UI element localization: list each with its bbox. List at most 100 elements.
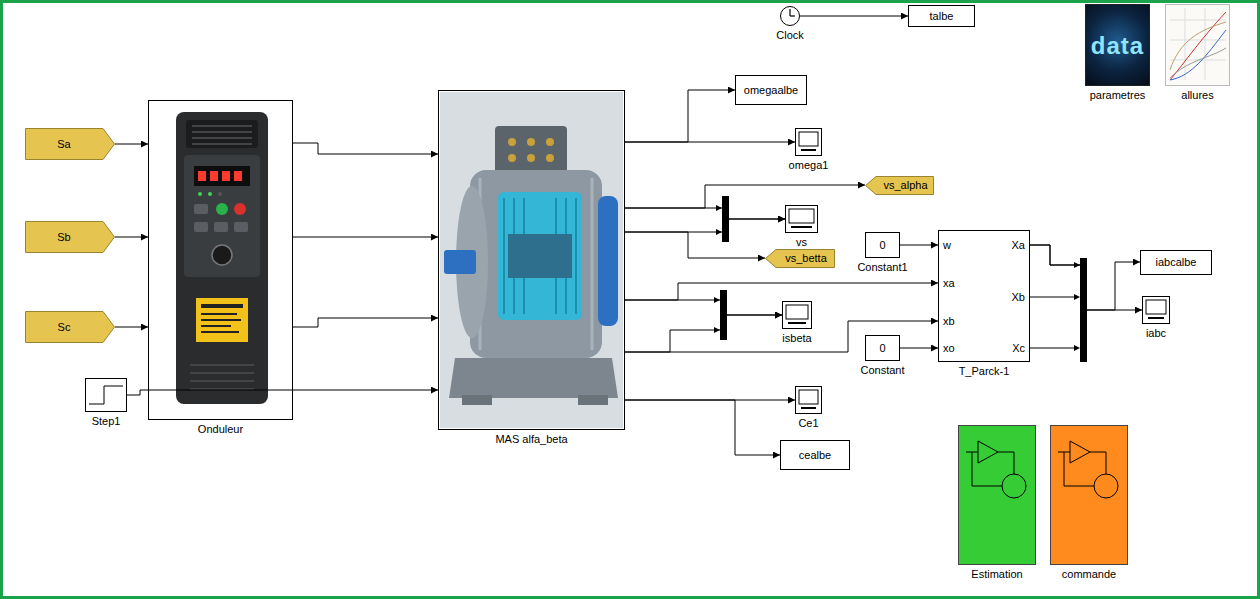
block-label: allures bbox=[1181, 89, 1213, 102]
inverter-picture bbox=[186, 120, 258, 148]
signal-line bbox=[293, 237, 438, 238]
signal-wire bbox=[1030, 348, 1075, 349]
signal-line bbox=[625, 142, 795, 143]
goto-tag: vs_betta bbox=[765, 249, 835, 268]
inverter-picture bbox=[198, 192, 202, 196]
block-label: parametres bbox=[1090, 89, 1146, 102]
chart-picture bbox=[1170, 22, 1226, 70]
tag-outline bbox=[26, 222, 115, 253]
from-tag: Sb bbox=[25, 221, 115, 253]
scope-screen bbox=[1146, 300, 1166, 314]
from-tag: Sa bbox=[25, 128, 115, 160]
picture-block: dataparametres bbox=[1085, 4, 1150, 86]
subsystem-fill bbox=[1050, 425, 1128, 565]
inverter-picture bbox=[201, 313, 237, 315]
clock-icon bbox=[789, 9, 790, 16]
block-text: 0 bbox=[879, 239, 885, 252]
port-label: Xa bbox=[1012, 239, 1025, 252]
chart-picture bbox=[1170, 30, 1226, 80]
block-text: omegaalbe bbox=[744, 84, 798, 97]
scope-knob bbox=[791, 226, 812, 228]
clock-icon bbox=[790, 9, 795, 16]
block-label: Constant1 bbox=[857, 261, 907, 274]
inverter-picture bbox=[201, 304, 243, 308]
block-text: cealbe bbox=[799, 449, 831, 462]
scope-knob bbox=[788, 322, 806, 324]
port-label: xo bbox=[943, 342, 955, 355]
signal-line bbox=[800, 16, 908, 17]
scope-screen bbox=[799, 132, 818, 146]
signal-wire bbox=[1030, 297, 1075, 298]
inverter-picture bbox=[222, 171, 230, 181]
inverter-picture bbox=[208, 192, 212, 196]
signal-line bbox=[625, 232, 765, 258]
block-text: 0 bbox=[879, 342, 885, 355]
scope-block: isbeta bbox=[782, 301, 812, 329]
block-label: commande bbox=[1062, 568, 1116, 581]
port-label: xb bbox=[943, 315, 955, 328]
motor-picture bbox=[546, 154, 554, 162]
scope-knob bbox=[1148, 317, 1164, 319]
picture-block: Onduleur bbox=[148, 100, 293, 420]
inverter-picture bbox=[190, 364, 254, 366]
block-text: vs_alpha bbox=[883, 179, 927, 192]
function-block: 0Constant bbox=[865, 335, 900, 361]
signal-line bbox=[625, 315, 782, 352]
subsystem-icon bbox=[1064, 452, 1094, 486]
scope-knob bbox=[801, 149, 816, 151]
block-label: vs bbox=[796, 236, 807, 249]
block-text: talbe bbox=[930, 10, 954, 23]
chart-picture bbox=[1170, 12, 1226, 80]
scope-block: iabc bbox=[1142, 296, 1170, 324]
scope-screen bbox=[789, 209, 814, 223]
scope-block: vs bbox=[785, 205, 818, 233]
picture-block: MAS alfa_beta bbox=[438, 90, 625, 430]
from-tag: Sc bbox=[25, 311, 115, 343]
motor-picture bbox=[449, 358, 618, 398]
motor-picture bbox=[498, 192, 582, 320]
signal-line bbox=[293, 143, 438, 154]
signal-line bbox=[625, 90, 735, 142]
motor-picture bbox=[508, 138, 516, 146]
subsystem-icon bbox=[972, 452, 1002, 486]
block-label: Constant bbox=[860, 364, 904, 377]
function-block: 0Constant1 bbox=[865, 232, 900, 258]
subsystem-icon bbox=[1094, 474, 1118, 498]
subsystem-icon bbox=[998, 452, 1014, 474]
inverter-picture bbox=[216, 203, 228, 215]
inverter-picture bbox=[184, 155, 260, 277]
subsystem-fill bbox=[958, 425, 1036, 565]
motor-picture bbox=[503, 198, 505, 314]
block-label: MAS alfa_beta bbox=[495, 433, 567, 446]
block-text: Sc bbox=[58, 321, 71, 334]
inverter-picture bbox=[194, 204, 208, 214]
motor-picture bbox=[444, 250, 476, 274]
block-text: iabcalbe bbox=[1156, 256, 1197, 269]
step-icon bbox=[89, 386, 123, 404]
motor-picture bbox=[598, 196, 618, 326]
subsystem-icon bbox=[1002, 474, 1026, 498]
function-block: talbe bbox=[908, 5, 975, 27]
scope-screen bbox=[786, 305, 808, 319]
inverter-picture bbox=[194, 166, 250, 186]
signal-line bbox=[625, 300, 782, 315]
inverter-picture bbox=[194, 222, 208, 232]
block-label: T_Parck-1 bbox=[959, 365, 1010, 378]
tag-outline bbox=[26, 312, 115, 343]
chart-picture bbox=[1170, 20, 1226, 21]
scope-block: omega1 bbox=[795, 128, 822, 156]
motor-picture bbox=[440, 92, 623, 428]
port-label: xa bbox=[943, 277, 955, 290]
motor-picture bbox=[470, 170, 602, 358]
motor-picture bbox=[527, 154, 535, 162]
tag-outline bbox=[766, 250, 835, 268]
signal-line bbox=[625, 219, 785, 232]
signal-line bbox=[115, 327, 148, 328]
block-label: Step1 bbox=[92, 415, 121, 428]
inverter-picture bbox=[192, 137, 252, 139]
inverter-picture bbox=[234, 222, 248, 232]
block-label: Ce1 bbox=[798, 417, 818, 430]
signal-line bbox=[900, 348, 938, 349]
inverter-picture bbox=[192, 131, 252, 133]
